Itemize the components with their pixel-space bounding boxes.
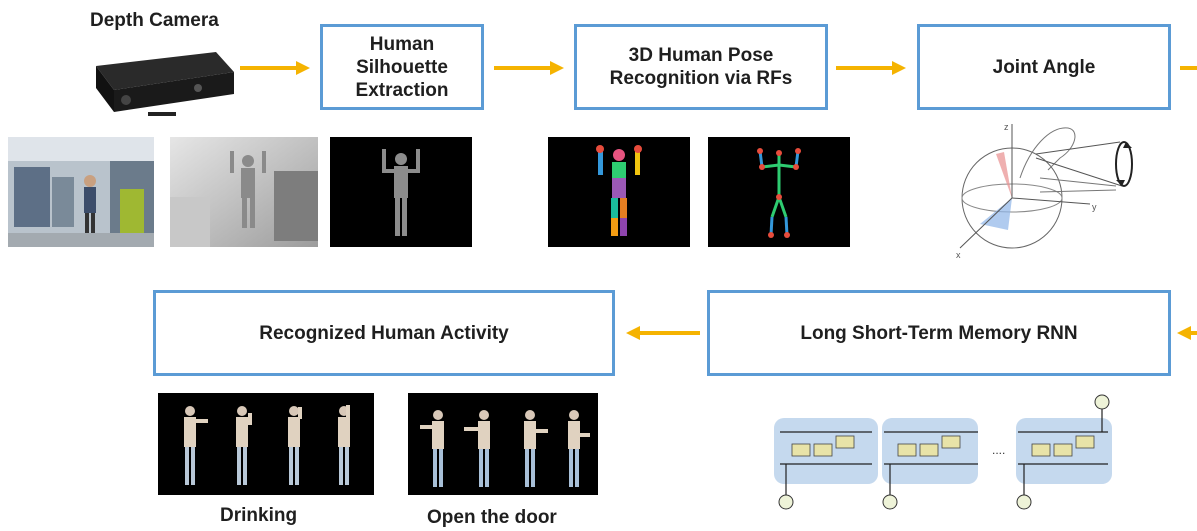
lstm-cell-2 — [882, 418, 978, 496]
axis-z-label: z — [1004, 122, 1009, 132]
drinking-figures — [184, 405, 350, 485]
drinking-label: Drinking — [220, 505, 298, 526]
open-door-label: Open the door — [427, 507, 557, 528]
axis-y-label: y — [1092, 202, 1097, 212]
stage-recognized-activity: Recognized Human Activity — [153, 290, 615, 376]
drinking-frames — [158, 393, 374, 495]
stage-activity-label: Recognized Human Activity — [259, 322, 509, 344]
lstm-cell-n — [1016, 406, 1112, 496]
depth-image — [170, 137, 318, 247]
skeleton-image — [708, 137, 850, 247]
rgb-image — [8, 137, 154, 247]
open-door-frames — [408, 393, 598, 495]
arrow-pose-to-joint — [836, 61, 906, 75]
arrow-lstm-to-activity — [626, 326, 700, 340]
arrow-silhouette-to-pose — [494, 61, 564, 75]
stage-joint-label: Joint Angle — [992, 56, 1096, 78]
stage-silhouette-label: Human Silhouette Extraction — [355, 33, 449, 101]
stage-lstm-rnn: Long Short-Term Memory RNN — [707, 290, 1171, 376]
arrow-joint-continue — [1180, 66, 1197, 70]
arrow-into-lstm — [1177, 326, 1197, 340]
stage-pose-recognition: 3D Human Pose Recognition via RFs — [574, 24, 828, 110]
lstm-unrolled-diagram: .... — [774, 394, 1112, 510]
silhouette-image — [330, 137, 472, 247]
lstm-ellipsis: .... — [992, 443, 1005, 457]
stage-lstm-label: Long Short-Term Memory RNN — [800, 322, 1078, 344]
arrow-camera-to-silhouette — [240, 61, 310, 75]
depth-camera-icon — [96, 52, 234, 116]
lstm-cell-1 — [774, 418, 878, 496]
body-parts-image — [548, 137, 690, 247]
joint-angle-diagram: z y x — [956, 122, 1133, 260]
stage-pose-label: 3D Human Pose Recognition via RFs — [609, 45, 793, 89]
axis-x-label: x — [956, 250, 961, 260]
depth-camera-label: Depth Camera — [90, 10, 219, 31]
stage-silhouette-extraction: Human Silhouette Extraction — [320, 24, 484, 110]
open-door-figures — [420, 410, 590, 487]
stage-joint-angle: Joint Angle — [917, 24, 1171, 110]
